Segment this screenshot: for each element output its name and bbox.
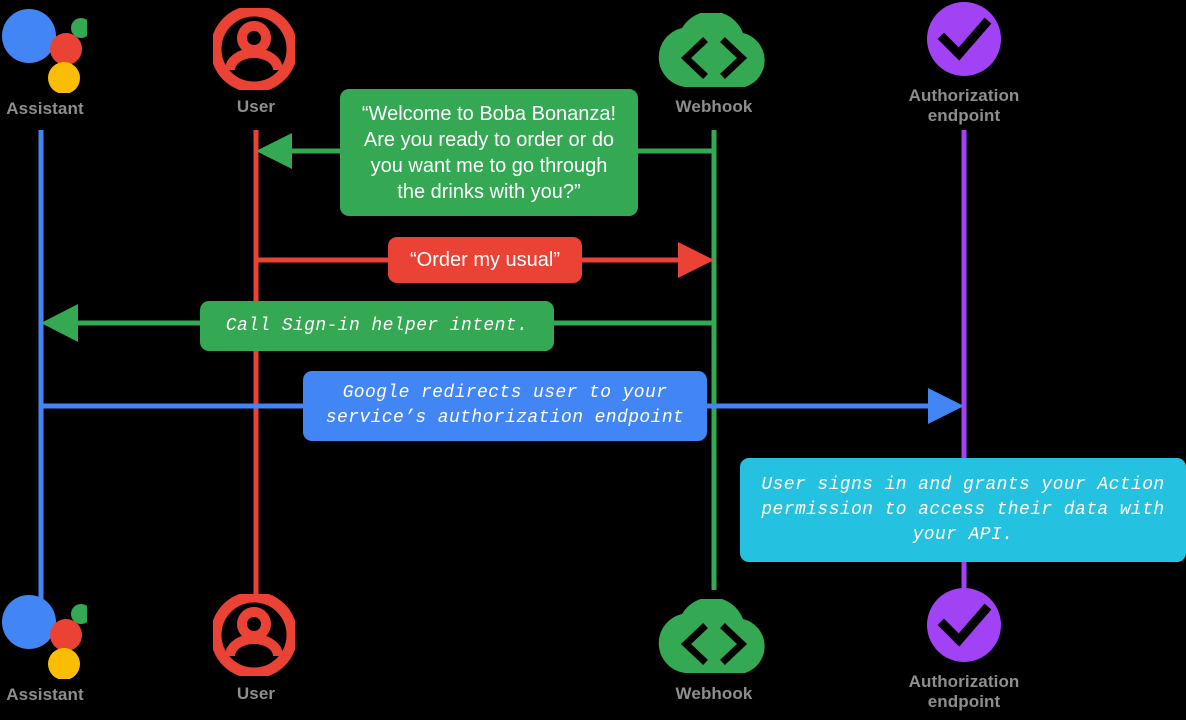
assistant-blue-dot xyxy=(2,9,56,63)
actor-label-webhook-top: Webhook xyxy=(675,97,753,116)
cloud-shape xyxy=(658,11,765,87)
message-bubble-order-my-usual[interactable]: “Order my usual” xyxy=(388,237,582,283)
auth-checkmark xyxy=(937,17,992,61)
user-avatar-icon-top xyxy=(210,5,298,93)
message-bubble-google-redirect[interactable]: Google redirects user to your service’s … xyxy=(303,371,707,441)
assistant-red-dot xyxy=(50,619,82,651)
google-assistant-icon-top xyxy=(2,8,91,94)
code-right-bracket xyxy=(720,623,748,665)
actor-label-user-bottom: User xyxy=(236,684,276,703)
assistant-yellow-dot xyxy=(48,62,80,94)
message-bubble-welcome[interactable]: “Welcome to Boba Bonanza! Are you ready … xyxy=(340,89,638,216)
arrow-head-welcome xyxy=(256,133,292,169)
message-bubble-user-signs-in[interactable]: User signs in and grants your Action per… xyxy=(740,458,1186,562)
arrow-head-google-redirect xyxy=(928,388,964,424)
user-shoulders xyxy=(225,634,283,657)
google-assistant-icon-bottom xyxy=(2,594,91,680)
actor-label-webhook-bottom: Webhook xyxy=(675,684,753,703)
user-avatar-icon-bottom xyxy=(210,591,298,679)
user-shoulders xyxy=(225,48,283,71)
code-right-bracket xyxy=(720,37,748,79)
actor-label-assistant-top: Assistant xyxy=(6,99,84,118)
purple-check-circle-icon-bottom xyxy=(925,586,1003,664)
code-left-bracket xyxy=(680,623,708,665)
assistant-yellow-dot xyxy=(48,648,80,680)
actor-label-assistant-bottom: Assistant xyxy=(6,685,84,704)
assistant-blue-dot xyxy=(2,595,56,649)
actor-label-user-top: User xyxy=(236,97,276,116)
cloud-code-icon-bottom xyxy=(655,597,773,677)
assistant-green-dot xyxy=(71,604,91,624)
arrow-head-order-my-usual xyxy=(678,242,714,278)
assistant-red-dot xyxy=(50,33,82,65)
user-head xyxy=(237,607,271,641)
cloud-shape xyxy=(658,597,765,673)
user-circle-outline xyxy=(210,5,298,93)
message-bubble-call-signin-helper[interactable]: Call Sign-in helper intent. xyxy=(200,301,554,351)
code-left-bracket xyxy=(680,37,708,79)
actor-label-authorization-top: Authorization endpoint xyxy=(908,86,1020,125)
auth-checkmark xyxy=(937,603,992,647)
actor-label-authorization-bottom: Authorization endpoint xyxy=(908,672,1020,711)
arrow-head-call-signin-helper xyxy=(41,304,78,342)
cloud-code-icon-top xyxy=(655,11,773,91)
purple-check-circle-icon-top xyxy=(925,0,1003,78)
user-circle-outline xyxy=(210,591,298,679)
user-head xyxy=(237,21,271,55)
assistant-green-dot xyxy=(71,18,91,38)
